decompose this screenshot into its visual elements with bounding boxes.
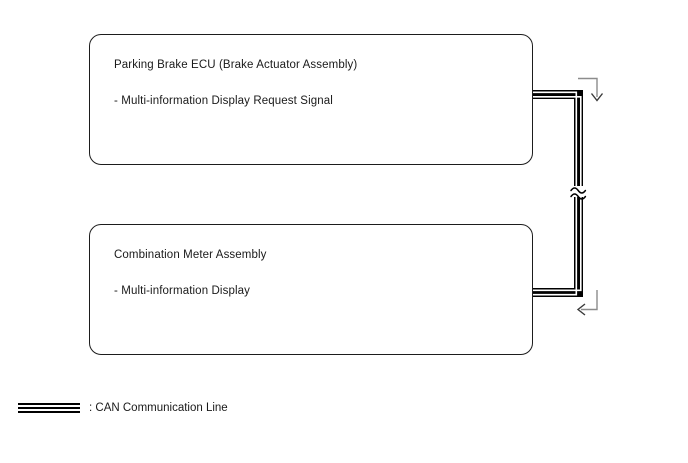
ecu-box-title: Combination Meter Assembly	[114, 249, 267, 261]
ecu-box-combination-meter: Combination Meter Assembly - Multi-infor…	[89, 224, 533, 355]
ecu-box-subitem: - Multi-information Display	[114, 285, 251, 297]
line-break-marks	[570, 186, 587, 200]
legend: : CAN Communication Line	[18, 398, 228, 418]
legend-label: : CAN Communication Line	[89, 402, 228, 414]
signal-arrow-left-icon	[576, 290, 598, 316]
can-line-symbol-icon	[18, 402, 80, 414]
signal-arrow-down-icon	[578, 77, 604, 102]
ecu-box-parking-brake-ecu: Parking Brake ECU (Brake Actuator Assemb…	[89, 34, 533, 165]
ecu-box-title: Parking Brake ECU (Brake Actuator Assemb…	[114, 59, 358, 71]
ecu-box-subitem: - Multi-information Display Request Sign…	[114, 95, 333, 107]
